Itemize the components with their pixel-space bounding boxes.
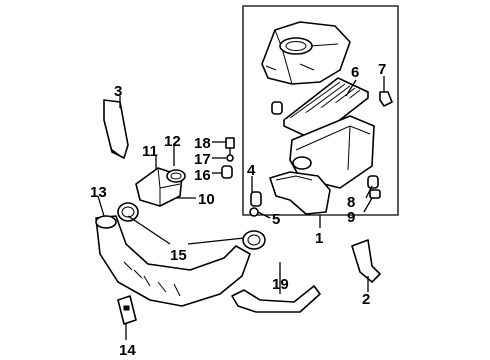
clip-part bbox=[379, 91, 393, 107]
bracket-hole bbox=[123, 305, 130, 311]
callout-16: 16 bbox=[194, 167, 211, 184]
callout-12: 12 bbox=[164, 133, 181, 150]
mounting-bracket-2 bbox=[351, 239, 381, 283]
callout-6: 6 bbox=[351, 64, 359, 81]
grommet-parts bbox=[221, 101, 381, 217]
callout-17: 17 bbox=[194, 151, 211, 168]
callout-5: 5 bbox=[272, 211, 280, 228]
housing-outlet-duct bbox=[269, 171, 331, 215]
airflow-meter bbox=[135, 167, 186, 207]
callout-labels: 1 2 3 4 5 6 7 8 9 10 11 12 13 14 15 16 1… bbox=[90, 61, 386, 359]
callout-14: 14 bbox=[119, 342, 136, 359]
air-cleaner-lower-housing bbox=[289, 115, 375, 189]
callout-10: 10 bbox=[198, 191, 215, 208]
callout-9: 9 bbox=[347, 209, 355, 226]
callout-13: 13 bbox=[90, 184, 107, 201]
callout-2: 2 bbox=[362, 291, 370, 308]
callout-11: 11 bbox=[142, 143, 158, 160]
air-cleaner-upper-cover bbox=[261, 21, 351, 85]
callout-7: 7 bbox=[378, 61, 386, 78]
hose-clamps bbox=[117, 202, 266, 250]
callout-19: 19 bbox=[272, 276, 289, 293]
air-cleaner-assembly-box bbox=[242, 5, 399, 228]
bracket-part-3 bbox=[103, 99, 129, 159]
callout-18: 18 bbox=[194, 135, 211, 152]
callout-15: 15 bbox=[170, 247, 187, 264]
leader-lines bbox=[97, 76, 385, 340]
callout-4: 4 bbox=[247, 162, 256, 179]
bolt-parts bbox=[225, 137, 235, 162]
intake-hose bbox=[95, 215, 251, 307]
callout-8: 8 bbox=[347, 194, 355, 211]
callout-1: 1 bbox=[315, 230, 323, 247]
vent-hose bbox=[231, 285, 321, 313]
callout-3: 3 bbox=[114, 83, 122, 100]
